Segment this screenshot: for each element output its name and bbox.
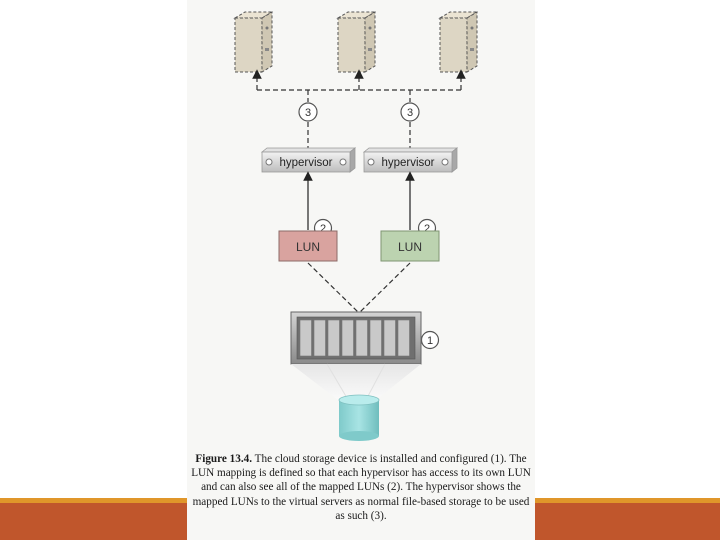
svg-text:LUN: LUN xyxy=(398,240,422,254)
storage-device-icon xyxy=(290,311,422,365)
svg-text:3: 3 xyxy=(305,107,311,119)
hypervisor-left: hypervisor xyxy=(260,147,357,173)
callout-3-left: 3 xyxy=(298,102,318,122)
caption-text: The cloud storage device is installed an… xyxy=(191,453,531,522)
callout-1: 1 xyxy=(420,330,440,350)
cloud-storage-diagram: 3 3 hypervisor hypervisor xyxy=(233,11,479,441)
svg-text:hypervisor: hypervisor xyxy=(279,157,332,169)
svg-text:1: 1 xyxy=(427,335,433,347)
callout-3-right: 3 xyxy=(400,102,420,122)
svg-text:LUN: LUN xyxy=(296,240,320,254)
lun-right: LUN xyxy=(380,230,440,262)
svg-text:hypervisor: hypervisor xyxy=(381,157,434,169)
svg-text:2: 2 xyxy=(424,223,430,235)
svg-text:3: 3 xyxy=(407,107,413,119)
lun-to-hypervisor-arrows xyxy=(303,171,415,230)
server-connectors xyxy=(252,69,466,150)
lun-left: LUN xyxy=(278,230,338,262)
figure-label: Figure 13.4. xyxy=(195,453,253,465)
figure-caption: Figure 13.4. The cloud storage device is… xyxy=(187,452,535,540)
hypervisor-right: hypervisor xyxy=(362,147,459,173)
server-icon xyxy=(336,11,377,73)
figure-panel: 3 3 hypervisor hypervisor xyxy=(187,0,535,540)
projection-cone xyxy=(291,363,421,400)
svg-text:2: 2 xyxy=(320,223,326,235)
disk-cylinder-icon xyxy=(338,394,380,441)
server-icon xyxy=(438,11,479,73)
server-icon xyxy=(233,11,274,73)
lun-to-storage-connectors xyxy=(307,262,411,314)
